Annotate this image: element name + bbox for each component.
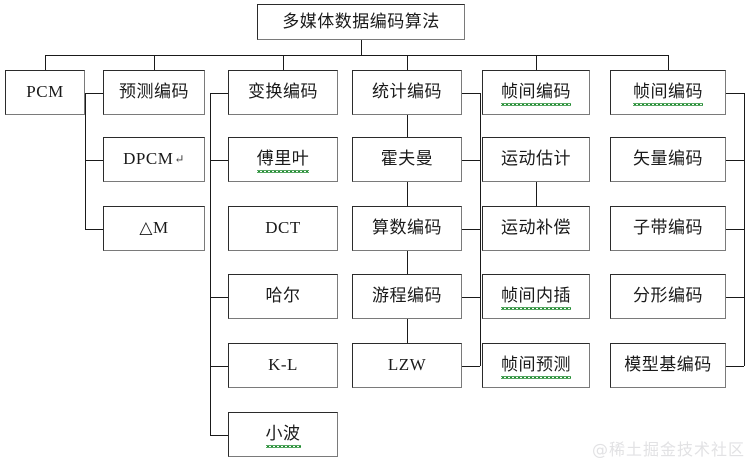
col-interframe-b-bracket-arm-0 (726, 93, 744, 94)
col-statistical-bracket-arm-2 (462, 229, 480, 230)
node-label: DCT (265, 218, 301, 238)
node-col-predictive-0: 预测编码 (103, 70, 205, 115)
node-label: 哈尔 (265, 286, 301, 306)
root-stem (361, 40, 362, 55)
column-stem-3 (407, 55, 408, 70)
col-statistical-inter-stem-2 (407, 251, 408, 274)
watermark: @稀土掘金技术社区 (592, 440, 746, 459)
node-label: 统计编码 (372, 82, 442, 102)
node-label: 分形编码 (633, 286, 703, 306)
node-col-transform-2: DCT (228, 206, 338, 251)
node-label: 霍夫曼 (380, 149, 434, 169)
node-col-transform-0: 变换编码 (228, 70, 338, 115)
node-col-transform-5: 小波 (228, 412, 338, 457)
node-col-interframe-b-4: 模型基编码 (610, 343, 726, 388)
node-label: LZW (387, 355, 427, 375)
node-col-statistical-3: 游程编码 (352, 274, 462, 319)
node-col-statistical-2: 算数编码 (352, 206, 462, 251)
col-interframe-b-bracket-arm-1 (726, 160, 744, 161)
node-col-interframe-b-3: 分形编码 (610, 274, 726, 319)
col-interframe-b-bracket-arm-4 (726, 366, 744, 367)
node-label: 算数编码 (372, 218, 442, 238)
col-predictive-bracket-spine (85, 93, 86, 229)
node-col-interframe-a-1: 运动估计 (482, 137, 590, 182)
col-statistical-bracket-arm-4 (462, 366, 480, 367)
root-node: 多媒体数据编码算法 (257, 4, 465, 40)
col-transform-bracket-arm-0 (210, 93, 228, 94)
col-interframe-b-bracket-arm-2 (726, 229, 744, 230)
node-label: 帧间编码 (633, 82, 703, 106)
node-label: K-L (268, 355, 298, 375)
node-col-statistical-4: LZW (352, 343, 462, 388)
node-col-interframe-a-4: 帧间预测 (482, 343, 590, 388)
column-stem-0 (45, 55, 46, 70)
paragraph-mark-icon: ↵ (174, 152, 185, 166)
col-statistical-inter-stem-0 (407, 115, 408, 137)
col-transform-bracket-arm-3 (210, 366, 228, 367)
node-col-statistical-0: 统计编码 (352, 70, 462, 115)
col-interframe-b-bracket-arm-3 (726, 297, 744, 298)
col-statistical-inter-stem-3 (407, 319, 408, 343)
node-label: 子带编码 (633, 218, 703, 238)
node-label: △M (139, 218, 169, 238)
node-label: 运动补偿 (501, 218, 571, 238)
node-col-transform-1: 傅里叶 (228, 137, 338, 182)
column-stem-5 (668, 55, 669, 70)
node-col-predictive-1: DPCM↵ (103, 137, 205, 182)
root-node-label: 多媒体数据编码算法 (282, 11, 440, 31)
top-bus (45, 55, 668, 56)
node-col-predictive-2: △M (103, 206, 205, 251)
col-statistical-bracket-arm-1 (462, 160, 480, 161)
col-transform-bracket-arm-4 (210, 435, 228, 436)
node-label: DPCM (123, 149, 174, 169)
node-label: 预测编码 (119, 82, 189, 102)
node-col-interframe-a-3: 帧间内插 (482, 274, 590, 319)
col-transform-bracket-arm-2 (210, 297, 228, 298)
col-transform-bracket-arm-1 (210, 160, 228, 161)
node-col-pcm-0: PCM (5, 70, 85, 115)
col-interframe-a-inter-stem (536, 182, 537, 206)
node-col-transform-3: 哈尔 (228, 274, 338, 319)
node-label: 运动估计 (501, 149, 571, 169)
column-stem-2 (283, 55, 284, 70)
node-label: 帧间内插 (501, 286, 571, 310)
col-statistical-inter-stem-1 (407, 182, 408, 206)
node-label: 变换编码 (248, 82, 318, 102)
node-col-interframe-a-2: 运动补偿 (482, 206, 590, 251)
node-col-interframe-b-1: 矢量编码 (610, 137, 726, 182)
node-col-statistical-1: 霍夫曼 (352, 137, 462, 182)
col-transform-bracket-spine (210, 93, 211, 435)
node-col-interframe-b-2: 子带编码 (610, 206, 726, 251)
node-label: 傅里叶 (256, 149, 310, 173)
node-label: PCM (26, 82, 64, 102)
col-predictive-bracket-arm-1 (85, 160, 103, 161)
node-col-interframe-b-0: 帧间编码 (610, 70, 726, 115)
col-predictive-bracket-arm-0 (85, 93, 103, 94)
col-statistical-bracket-spine (480, 93, 481, 366)
node-label: 帧间预测 (501, 355, 571, 379)
col-predictive-bracket-arm-2 (85, 229, 103, 230)
node-label: 帧间编码 (501, 82, 571, 106)
node-label: 模型基编码 (624, 355, 712, 375)
node-col-transform-4: K-L (228, 343, 338, 388)
node-col-interframe-a-0: 帧间编码 (482, 70, 590, 115)
col-interframe-b-bracket-spine (744, 93, 745, 366)
column-stem-4 (536, 55, 537, 70)
column-stem-1 (154, 55, 155, 70)
node-label: 游程编码 (372, 286, 442, 306)
col-statistical-bracket-arm-0 (462, 93, 480, 94)
node-label: 小波 (265, 424, 301, 448)
node-label: 矢量编码 (633, 149, 703, 169)
col-statistical-bracket-arm-3 (462, 297, 480, 298)
